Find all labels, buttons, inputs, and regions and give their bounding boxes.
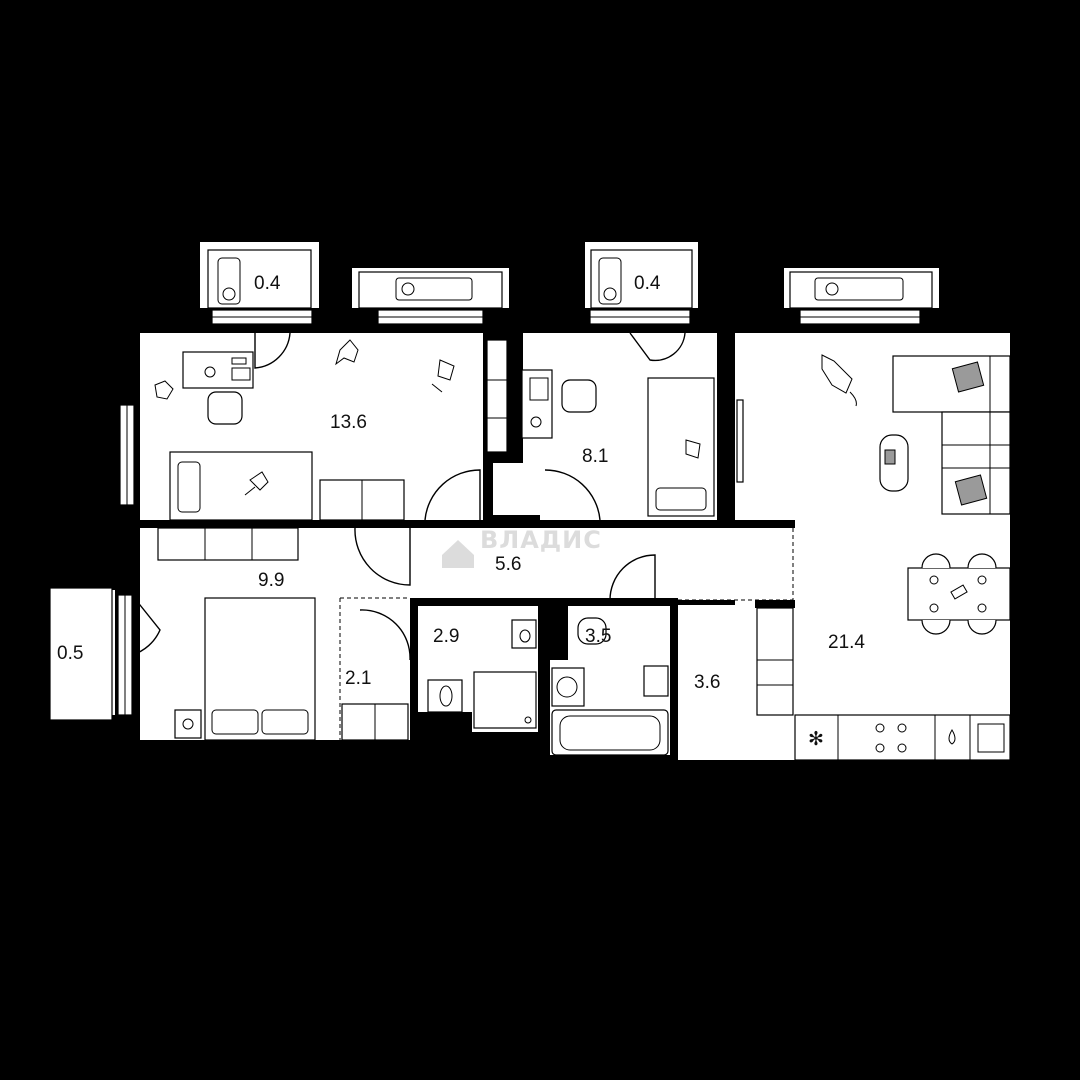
bed-icon bbox=[647, 377, 715, 517]
chair-icon bbox=[207, 391, 243, 425]
room-area-label: 0.4 bbox=[634, 273, 661, 294]
shower-icon bbox=[473, 671, 537, 729]
toy-icon bbox=[685, 439, 701, 459]
chair-icon bbox=[921, 553, 951, 569]
living-room-furniture: ✻ bbox=[736, 354, 1011, 761]
room-area-label: 8.1 bbox=[582, 446, 608, 467]
double-bed-icon bbox=[204, 597, 316, 741]
sink-icon bbox=[643, 665, 669, 697]
door-icon bbox=[254, 332, 291, 369]
walls bbox=[135, 333, 795, 765]
sofa-icon bbox=[892, 355, 1011, 413]
toilet-icon bbox=[577, 617, 607, 645]
toilet-icon bbox=[427, 679, 463, 713]
ac-unit-icon: ✻ bbox=[808, 729, 824, 750]
desk-icon bbox=[182, 351, 254, 389]
ac-unit-icon bbox=[222, 287, 236, 301]
stove-icon bbox=[875, 723, 907, 753]
room-area-label: 21.4 bbox=[828, 632, 865, 653]
room-area-label: 2.9 bbox=[433, 626, 459, 647]
room-area-label: 9.9 bbox=[258, 570, 284, 591]
dining-table-icon bbox=[907, 567, 1011, 621]
bedroom-9-furniture bbox=[157, 527, 409, 741]
plant-icon bbox=[335, 339, 359, 366]
room-area-label: 5.6 bbox=[495, 554, 521, 575]
toy-icon bbox=[154, 380, 174, 400]
wardrobe-icon bbox=[756, 607, 794, 716]
svg-text:ВЛАДИС: ВЛАДИС bbox=[480, 526, 602, 554]
sink-icon bbox=[511, 619, 537, 649]
bathtub-icon bbox=[551, 709, 669, 756]
interior-lines bbox=[339, 528, 794, 740]
chair-icon bbox=[561, 379, 597, 413]
bed-icon bbox=[169, 451, 313, 521]
ac-icons bbox=[222, 282, 839, 301]
area-labels: 13.6 8.1 21.4 9.9 5.6 2.9 3.5 3.6 2.1 0.… bbox=[57, 273, 865, 693]
room-area-label: 13.6 bbox=[330, 412, 367, 433]
room-area-label: 0.4 bbox=[254, 273, 281, 294]
windows bbox=[49, 242, 939, 721]
doors bbox=[131, 332, 746, 836]
watermark: ВЛАДИС bbox=[442, 526, 602, 568]
room-area-label: 0.5 bbox=[57, 643, 83, 664]
sink-icon bbox=[977, 723, 1005, 753]
bedroom-8-furniture bbox=[521, 369, 715, 517]
toy-icon bbox=[431, 359, 455, 393]
cat-icon bbox=[821, 354, 857, 407]
room-area-label: 2.1 bbox=[345, 668, 371, 689]
armchair-icon bbox=[951, 361, 985, 393]
room-area-label: 3.5 bbox=[585, 626, 611, 647]
bedroom-13-furniture bbox=[154, 339, 508, 521]
bathroom-fixtures bbox=[427, 617, 669, 756]
room-area-label: 3.6 bbox=[694, 672, 720, 693]
wardrobe-icon bbox=[157, 527, 299, 561]
